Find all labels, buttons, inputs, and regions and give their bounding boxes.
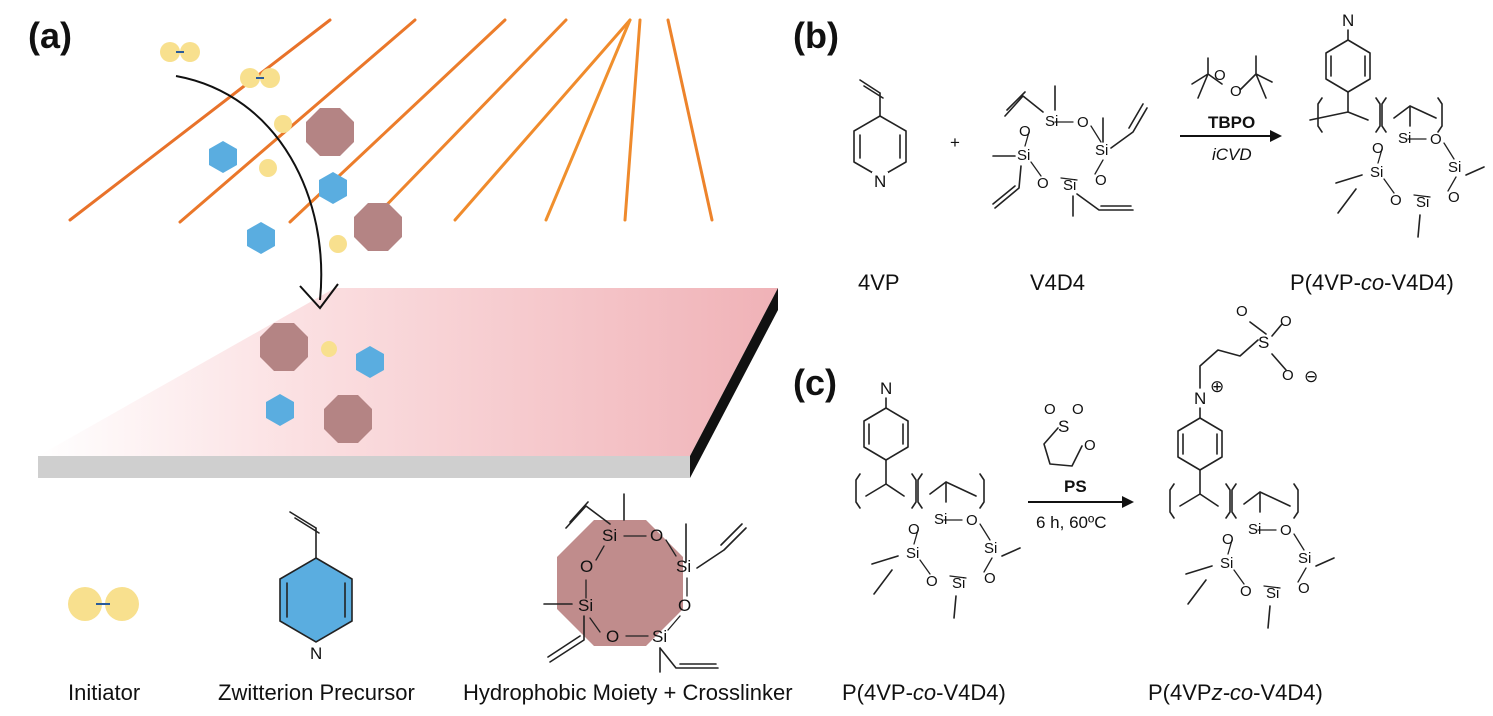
tbpo-structure: O O <box>1191 55 1273 100</box>
reactant-label-suffix: -V4D4) <box>936 680 1006 705</box>
si-atom: Si <box>652 627 667 646</box>
plus-sign: + <box>950 133 960 152</box>
o-atom: O <box>606 627 619 646</box>
n-atom: N <box>880 379 892 398</box>
initiator-legend-label: Initiator <box>68 680 140 705</box>
substrate <box>38 288 778 478</box>
filament <box>178 18 417 224</box>
zwitterion-product-label: P(4VPz-co-V4D4) <box>1148 680 1323 705</box>
o-atom: O <box>678 596 691 615</box>
substrate-front-edge <box>38 456 690 478</box>
zwitterion-precursor-hexagon <box>356 346 384 378</box>
copolymer-product-structure: N <box>1309 10 1485 238</box>
zwitterion-precursor-hexagon <box>319 172 347 204</box>
o-atom: O <box>1236 303 1248 320</box>
filament <box>666 18 714 222</box>
filament <box>453 18 632 222</box>
icvd-label: iCVD <box>1212 145 1252 164</box>
initiator-radical <box>274 115 292 133</box>
o-atom: O <box>1072 401 1084 418</box>
initiator-radical <box>329 235 347 253</box>
panel-c: (c) N P(4VP-co-V4D4) <box>793 303 1335 705</box>
o-atom: O <box>1214 67 1226 84</box>
initiator-radical <box>321 341 337 357</box>
panel-b-label: (b) <box>793 15 839 56</box>
initiator-molecule <box>160 42 200 62</box>
arrowhead-icon <box>1122 496 1134 508</box>
zwitterion-precursor-hexagon <box>266 394 294 426</box>
o-atom: O <box>580 557 593 576</box>
substrate-side-edge <box>690 288 778 478</box>
negative-charge-icon: ⊖ <box>1304 367 1318 386</box>
hydrophobic-octagon <box>306 108 354 156</box>
conditions-label: 6 h, 60ºC <box>1036 513 1106 532</box>
zwitterion-precursor-legend-label: Zwitterion Precursor <box>218 680 415 705</box>
si-atom: Si <box>602 526 617 545</box>
product-label-suffix: -V4D4) <box>1384 270 1454 295</box>
4vp-structure: N <box>853 79 907 191</box>
arrowhead-icon <box>1270 130 1282 142</box>
zwitterion-product-label-prefix: P(4VP <box>1148 680 1212 705</box>
v4d4-structure <box>992 85 1148 217</box>
panel-c-label: (c) <box>793 362 837 403</box>
substrate-top <box>38 288 778 456</box>
zwitterion-precursor-hexagon <box>209 141 237 173</box>
n-atom: N <box>1194 389 1206 408</box>
reactant-label-prefix: P(4VP- <box>842 680 913 705</box>
hydrophobic-octagon <box>354 203 402 251</box>
initiator-radical <box>259 159 277 177</box>
hydrophobic-octagon <box>324 395 372 443</box>
deposition-arrow <box>175 75 323 301</box>
o-atom: O <box>1280 313 1292 330</box>
o-atom: O <box>1084 437 1096 454</box>
hydrophobic-octagon <box>260 323 308 371</box>
n-atom: N <box>874 172 886 191</box>
zwitterion-precursor-hexagon <box>247 222 275 254</box>
si-atom: Si <box>676 557 691 576</box>
panel-a: (a) <box>28 15 793 705</box>
zwitterion-product-label-zco: z-co <box>1211 680 1254 705</box>
product-label-prefix: P(4VP- <box>1290 270 1361 295</box>
product-label-co: co <box>1361 270 1384 295</box>
zwitterion-product-label-suffix: -V4D4) <box>1253 680 1323 705</box>
n-atom: N <box>310 644 322 663</box>
4vp-label: 4VP <box>858 270 900 295</box>
o-atom: O <box>650 526 663 545</box>
o-atom: O <box>1044 401 1056 418</box>
gas-phase-species <box>160 42 402 443</box>
zwitterion-precursor-structure: N <box>279 511 353 663</box>
n-atom: N <box>1342 11 1354 30</box>
initiator-molecule <box>240 68 280 88</box>
panel-a-label: (a) <box>28 15 72 56</box>
reactant-label-co: co <box>913 680 936 705</box>
zwitterion-product-structure: N ⊕ S O O O ⊖ <box>1169 303 1335 629</box>
filament <box>544 18 632 222</box>
propane-sultone-structure: S O O O <box>1043 401 1096 467</box>
hydrophobic-crosslinker-structure: Si O Si O Si O Si O <box>543 493 747 673</box>
positive-charge-icon: ⊕ <box>1210 377 1224 396</box>
initiator-legend-icon <box>68 587 139 621</box>
o-atom: O <box>1230 83 1242 100</box>
s-atom: S <box>1058 417 1069 436</box>
arrowhead-icon <box>299 283 339 310</box>
panel-a-legend: Initiator N Zwitterion Precursor Si O Si… <box>68 493 793 705</box>
reactant-copolymer-structure: N <box>855 378 1021 619</box>
v4d4-label: V4D4 <box>1030 270 1085 295</box>
panel-b: (b) N 4VP + V4D4 <box>793 10 1485 295</box>
tbpo-label: TBPO <box>1208 113 1255 132</box>
ps-label: PS <box>1064 477 1087 496</box>
filament <box>623 18 642 222</box>
o-atom: O <box>1282 367 1294 384</box>
filament <box>68 18 332 222</box>
filament <box>370 18 568 222</box>
si-atom: Si <box>578 596 593 615</box>
s-atom: S <box>1258 333 1269 352</box>
product-label: P(4VP-co-V4D4) <box>1290 270 1454 295</box>
reactant-label: P(4VP-co-V4D4) <box>842 680 1006 705</box>
hydrophobic-crosslinker-legend-label: Hydrophobic Moiety + Crosslinker <box>463 680 793 705</box>
